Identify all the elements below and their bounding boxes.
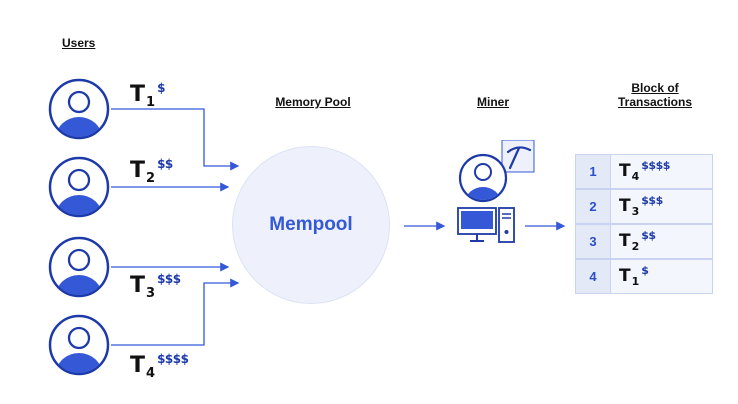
memory-pool-heading: Memory Pool bbox=[275, 95, 351, 109]
miner-avatar-icon bbox=[458, 153, 508, 203]
block-heading-line2: Transactions bbox=[617, 95, 693, 109]
miner-group bbox=[448, 139, 538, 248]
block-row-number: 2 bbox=[575, 189, 611, 224]
user-avatar bbox=[48, 236, 110, 298]
block-row: 1 T4$$$$ bbox=[575, 154, 713, 189]
miner-heading: Miner bbox=[476, 95, 509, 109]
block-row-cell: T2$$ bbox=[611, 224, 713, 259]
arrow-user1 bbox=[111, 108, 240, 171]
block-transaction-label: T1$ bbox=[619, 264, 649, 288]
transaction-letter: T bbox=[130, 158, 146, 183]
transaction-fee: $ bbox=[157, 81, 165, 95]
block-transaction-label: T4$$$$ bbox=[619, 159, 670, 183]
transaction-fee: $$$ bbox=[641, 194, 663, 207]
user-transaction-label: T3$$$ bbox=[130, 272, 181, 301]
transaction-subscript: 3 bbox=[146, 286, 156, 301]
block-row: 4 T1$ bbox=[575, 259, 713, 294]
user-avatar bbox=[48, 78, 110, 140]
block-row-number: 4 bbox=[575, 259, 611, 294]
block-row-cell: T4$$$$ bbox=[611, 154, 713, 189]
block-row-number: 3 bbox=[575, 224, 611, 259]
block-row-cell: T3$$$ bbox=[611, 189, 713, 224]
transaction-letter: T bbox=[130, 82, 146, 107]
transaction-letter: T bbox=[619, 266, 631, 286]
transaction-fee: $$$$ bbox=[641, 159, 670, 172]
user-transaction-label: T2$$ bbox=[130, 157, 173, 186]
block-row: 3 T2$$ bbox=[575, 224, 713, 259]
pickaxe-icon bbox=[501, 139, 535, 173]
block-transaction-label: T3$$$ bbox=[619, 194, 663, 218]
user-avatar bbox=[48, 156, 110, 218]
user-avatar-icon bbox=[48, 78, 110, 140]
transaction-subscript: 2 bbox=[631, 240, 640, 253]
transaction-letter: T bbox=[130, 353, 146, 378]
transaction-subscript: 4 bbox=[146, 366, 156, 381]
users-heading: Users bbox=[62, 36, 96, 50]
user-transaction-label: T1$ bbox=[130, 81, 165, 110]
block-row-cell: T1$ bbox=[611, 259, 713, 294]
mempool-circle: Mempool bbox=[232, 146, 390, 304]
arrow-user4 bbox=[111, 278, 240, 346]
mempool-label: Mempool bbox=[269, 214, 353, 235]
user-transaction-label: T4$$$$ bbox=[130, 352, 189, 381]
block-heading-line1: Block of bbox=[631, 81, 679, 95]
block-row-number: 1 bbox=[575, 154, 611, 189]
user-avatar-icon bbox=[48, 156, 110, 218]
transaction-fee: $$ bbox=[641, 229, 656, 242]
transaction-subscript: 3 bbox=[631, 205, 640, 218]
transaction-subscript: 1 bbox=[631, 275, 640, 288]
transaction-subscript: 4 bbox=[631, 170, 640, 183]
transaction-fee: $$$ bbox=[157, 272, 181, 286]
user-avatar-icon bbox=[48, 314, 110, 376]
computer-tower-icon bbox=[498, 207, 515, 243]
transaction-letter: T bbox=[619, 161, 631, 181]
block-heading: Block of Transactions bbox=[600, 81, 710, 109]
transaction-subscript: 2 bbox=[146, 171, 156, 186]
transaction-letter: T bbox=[619, 231, 631, 251]
transaction-fee: $$$$ bbox=[157, 352, 189, 366]
block-transaction-label: T2$$ bbox=[619, 229, 656, 253]
block-of-transactions: 1 T4$$$$ 2 T3$$$ 3 T2$$ 4 T1$ bbox=[575, 154, 713, 296]
user-avatar-icon bbox=[48, 236, 110, 298]
transaction-letter: T bbox=[130, 273, 146, 298]
computer-monitor-icon bbox=[457, 207, 497, 242]
transaction-letter: T bbox=[619, 196, 631, 216]
transaction-fee: $ bbox=[641, 264, 649, 277]
miner-illustration bbox=[457, 139, 535, 243]
user-avatar bbox=[48, 314, 110, 376]
transaction-fee: $$ bbox=[157, 157, 173, 171]
block-row: 2 T3$$$ bbox=[575, 189, 713, 224]
transaction-subscript: 1 bbox=[146, 95, 156, 110]
